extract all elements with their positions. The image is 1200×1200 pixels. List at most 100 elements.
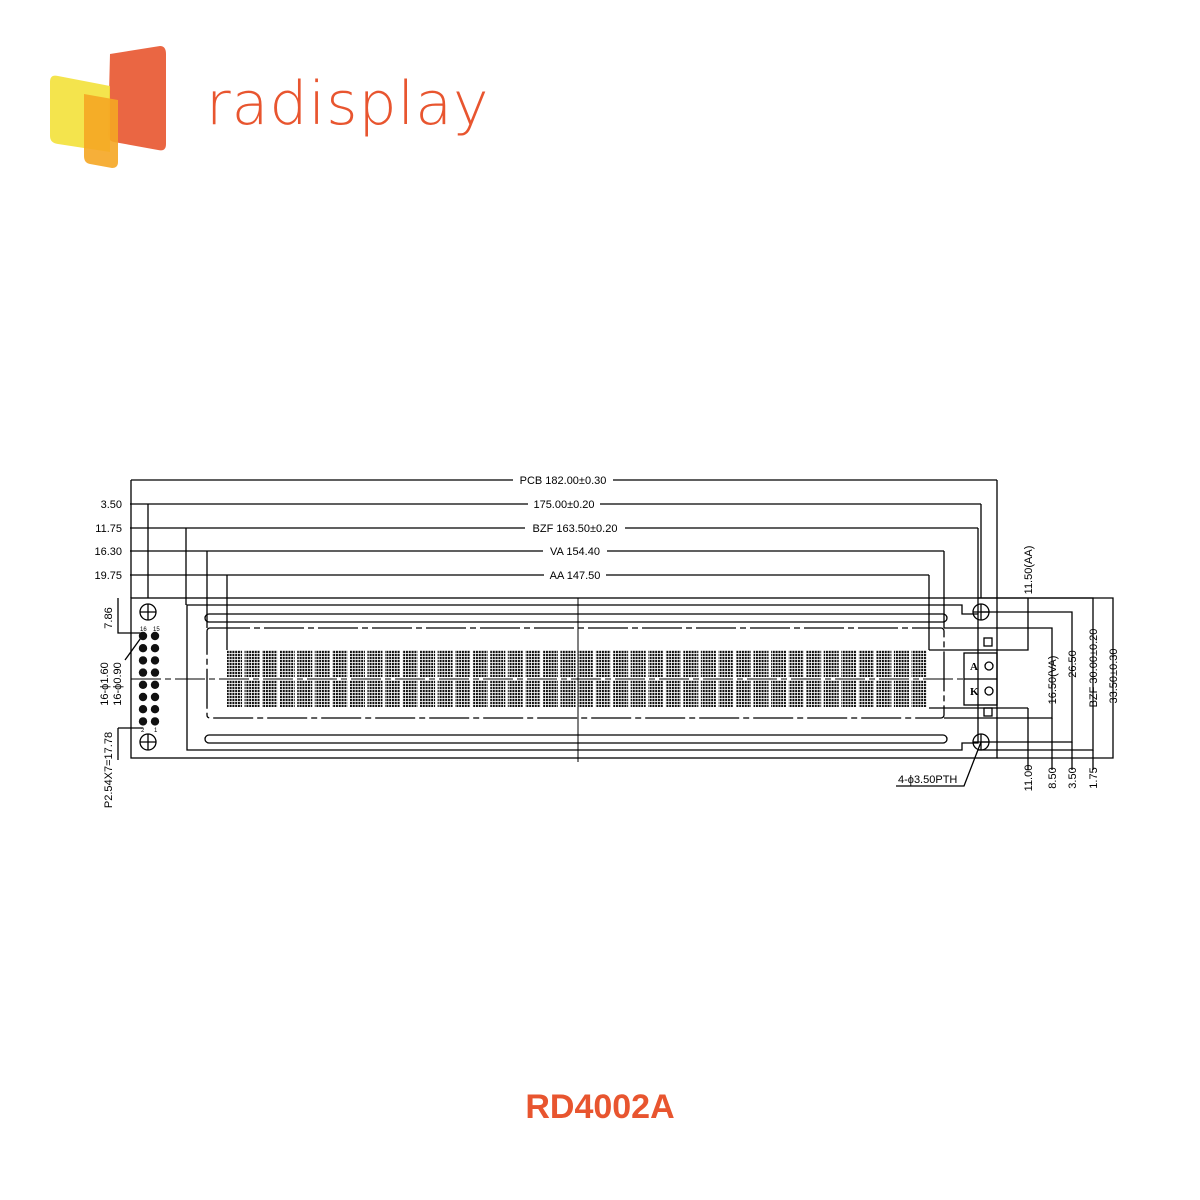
character-cell: [911, 680, 927, 707]
character-cell: [455, 680, 471, 707]
dim-pin-hole-b: 16-ϕ0.90: [112, 662, 124, 705]
character-cell: [244, 650, 260, 677]
dim-pcb-width: PCB 182.00±0.30: [520, 475, 607, 487]
pin: [138, 692, 148, 702]
dim-bottom-11-00: 11.00: [1023, 765, 1035, 792]
character-cell: [384, 680, 400, 707]
character-cell: [262, 650, 278, 677]
pin: [150, 668, 160, 677]
character-cell: [683, 680, 699, 707]
dim-bezel-width: BZF 163.50±0.20: [533, 523, 618, 535]
character-cell: [630, 680, 646, 707]
character-cell: [367, 650, 383, 677]
character-cell: [402, 680, 418, 707]
character-cell: [525, 680, 541, 707]
pin: [138, 717, 148, 726]
pin: [138, 705, 148, 714]
character-matrix: [227, 650, 927, 707]
dim-left-3-50: 3.50: [101, 499, 122, 511]
character-cell: [648, 650, 664, 677]
pin: [150, 631, 160, 641]
pin: [150, 656, 160, 665]
dim-pin-pitch: P2.54X7=17.78: [103, 732, 115, 808]
dim-left-16-30: 16.30: [94, 546, 122, 558]
character-cell: [718, 650, 734, 677]
radisplay-logo-icon: [50, 46, 166, 168]
bezel-outline: [186, 604, 979, 751]
character-cell: [262, 680, 278, 707]
character-cell: [490, 680, 506, 707]
dim-left-19-75: 19.75: [94, 570, 122, 582]
pin-label-15: 15: [153, 627, 160, 633]
dim-left-11-75: 11.75: [95, 523, 122, 535]
character-cell: [297, 650, 313, 677]
anode-label: A: [970, 661, 978, 673]
brand-name: radisplay: [206, 69, 490, 139]
character-cell: [893, 680, 909, 707]
character-cell: [472, 680, 488, 707]
character-cell: [314, 680, 330, 707]
character-cell: [876, 650, 892, 677]
pin: [150, 692, 160, 702]
hole-note: 4-ϕ3.50PTH: [898, 774, 957, 786]
character-cell: [595, 650, 611, 677]
character-cell: [788, 680, 804, 707]
dim-hole-pitch: 175.00±0.20: [533, 499, 594, 511]
character-cell: [753, 650, 769, 677]
character-cell: [753, 680, 769, 707]
character-cell: [806, 650, 822, 677]
character-cell: [542, 680, 558, 707]
character-cell: [227, 680, 243, 707]
dim-bezel-height: BZF 30.00±0.20: [1088, 629, 1100, 708]
pin: [150, 717, 160, 726]
character-cell: [665, 680, 681, 707]
dim-pin-hole-a: 16-ϕ1.60: [99, 662, 111, 705]
character-cell: [578, 680, 594, 707]
character-cell: [349, 650, 365, 677]
character-cell: [560, 680, 576, 707]
character-cell: [788, 650, 804, 677]
character-cell: [806, 680, 822, 707]
character-cell: [718, 680, 734, 707]
character-cell: [437, 680, 453, 707]
character-cell: [507, 680, 523, 707]
dim-va-height: 16.50(VA): [1047, 656, 1059, 705]
cathode-label: K: [970, 686, 979, 698]
character-cell: [560, 650, 576, 677]
character-cell: [665, 650, 681, 677]
character-cell: [437, 650, 453, 677]
pin: [150, 644, 160, 653]
pin: [138, 631, 148, 641]
dim-va-width: VA 154.40: [550, 546, 600, 558]
character-cell: [542, 650, 558, 677]
pin-label-1: 1: [154, 728, 158, 734]
character-cell: [823, 650, 839, 677]
character-cell: [630, 650, 646, 677]
character-cell: [823, 680, 839, 707]
character-cell: [683, 650, 699, 677]
character-cell: [279, 650, 295, 677]
model-name: RD4002A: [525, 1088, 675, 1126]
character-cell: [244, 680, 260, 707]
dim-pin-offset: 7.86: [103, 607, 115, 628]
character-cell: [771, 650, 787, 677]
character-cell: [578, 650, 594, 677]
character-cell: [490, 650, 506, 677]
character-cell: [771, 680, 787, 707]
character-cell: [735, 680, 751, 707]
pin: [150, 705, 160, 714]
character-cell: [455, 650, 471, 677]
character-cell: [841, 680, 857, 707]
character-cell: [297, 680, 313, 707]
character-cell: [613, 680, 629, 707]
character-cell: [911, 650, 927, 677]
character-cell: [648, 680, 664, 707]
character-cell: [402, 650, 418, 677]
character-cell: [384, 650, 400, 677]
character-cell: [858, 680, 874, 707]
pin-header: [138, 631, 160, 726]
pin: [150, 680, 160, 689]
character-cell: [858, 650, 874, 677]
pin: [138, 644, 148, 653]
